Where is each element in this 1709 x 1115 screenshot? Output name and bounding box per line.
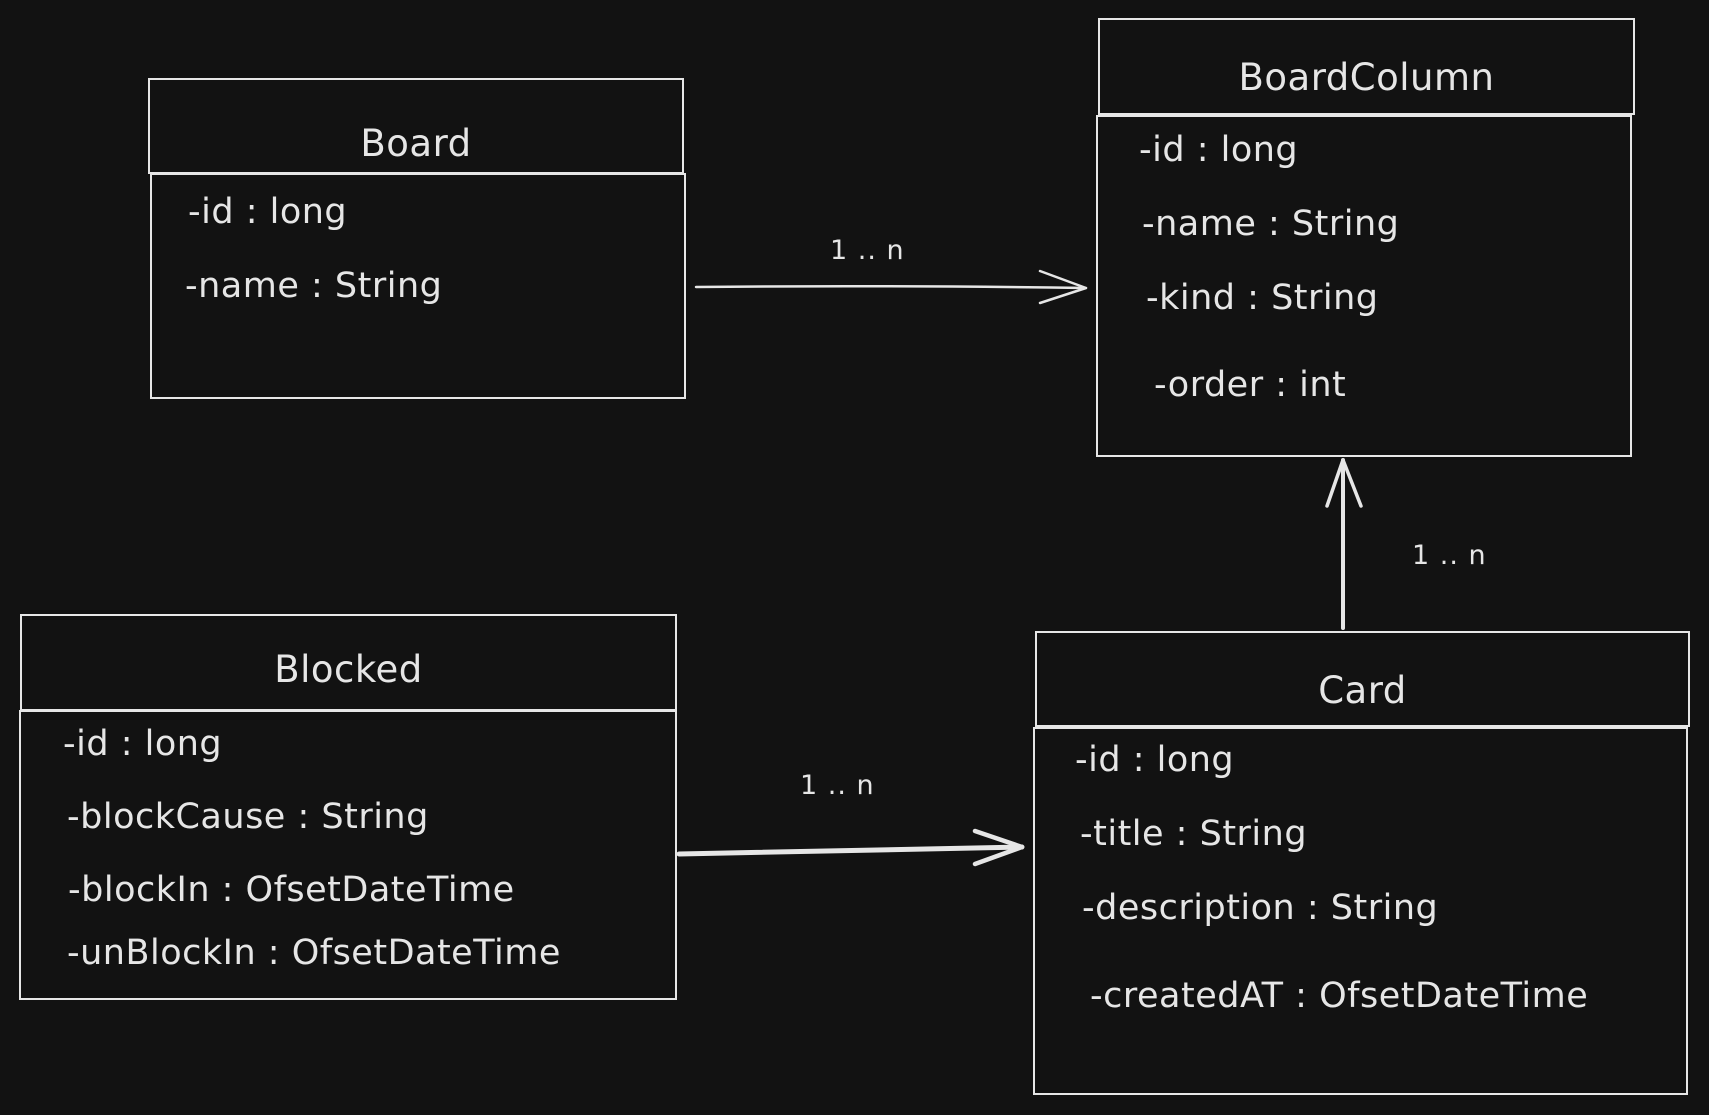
board-to-column-arrow (694, 269, 1088, 305)
board-attr-name: -name : String (185, 266, 443, 306)
blocked-attr-blockcause: -blockCause : String (67, 797, 429, 837)
boardcolumn-class-header: BoardColumn (1098, 18, 1635, 115)
card-attr-title: -title : String (1080, 814, 1308, 854)
card-class-body (1033, 727, 1688, 1095)
boardcolumn-attr-kind: -kind : String (1146, 278, 1379, 318)
blocked-to-card-arrow (676, 828, 1025, 867)
board-to-column-multiplicity: 1 .. n (830, 235, 905, 266)
card-to-column-arrow (1325, 458, 1363, 630)
board-class-header: Board (148, 78, 684, 174)
blocked-attr-unblockin: -unBlockIn : OfsetDateTime (67, 933, 561, 973)
blocked-attr-id: -id : long (63, 724, 223, 764)
boardcolumn-class-title: BoardColumn (1238, 56, 1495, 99)
card-to-column-multiplicity: 1 .. n (1412, 540, 1487, 571)
blocked-attr-blockin: -blockIn : OfsetDateTime (68, 870, 515, 910)
board-attr-id: -id : long (188, 192, 348, 232)
card-class-title: Card (1318, 669, 1407, 712)
board-class-title: Board (360, 122, 472, 165)
boardcolumn-attr-id: -id : long (1139, 130, 1299, 170)
boardcolumn-class-body (1096, 115, 1632, 457)
blocked-class-body (19, 710, 677, 1000)
card-class-header: Card (1035, 631, 1690, 727)
boardcolumn-attr-order: -order : int (1154, 365, 1347, 405)
board-class-body (150, 173, 686, 399)
card-attr-description: -description : String (1082, 888, 1439, 928)
boardcolumn-attr-name: -name : String (1142, 204, 1400, 244)
blocked-to-card-multiplicity: 1 .. n (800, 770, 875, 801)
card-attr-createdat: -createdAT : OfsetDateTime (1090, 976, 1589, 1016)
card-attr-id: -id : long (1075, 740, 1235, 780)
blocked-class-header: Blocked (20, 614, 677, 711)
blocked-class-title: Blocked (274, 648, 423, 691)
